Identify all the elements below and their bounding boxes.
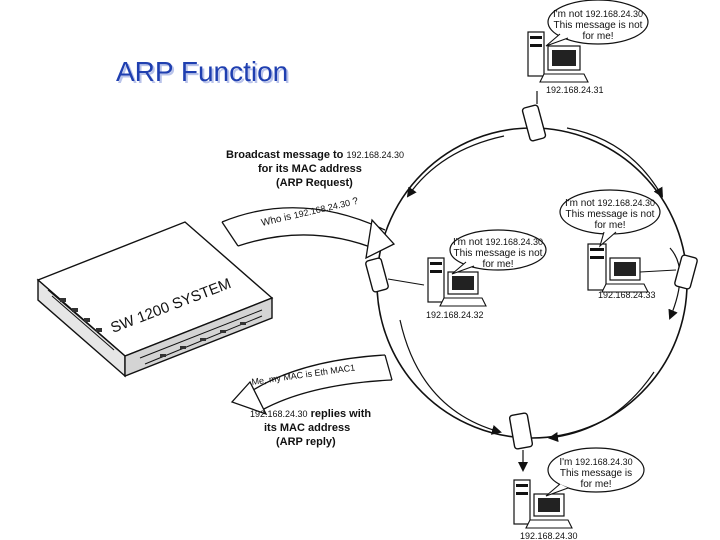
request-line3: (ARP Request) (276, 177, 353, 189)
request-line1: Broadcast message to (226, 149, 344, 161)
host-bottom-speech-bubble: I'm 192.168.24.30 This message is for me… (545, 447, 645, 497)
reply-line2: its MAC address (264, 422, 350, 434)
svg-text:This message is: This message is (560, 468, 632, 479)
svg-text:for me!: for me! (582, 31, 613, 42)
request-arrow-head (365, 218, 396, 260)
left-host-link (387, 278, 425, 286)
request-ip: 192.168.24.30 (346, 150, 404, 160)
reply-line1: replies with (311, 408, 372, 420)
computer-icon (427, 257, 487, 307)
request-arrow-text: Who is 192.168.24.30 ? (260, 196, 360, 229)
svg-text:I'm 192.168.24.30: I'm 192.168.24.30 (559, 457, 632, 468)
ring-arrow-bottom-right (548, 371, 655, 442)
host-top-speech-bubble: I'm not 192.168.24.30 This message is no… (545, 0, 649, 47)
svg-text:192.168.24.30 replies with: 192.168.24.30 replies with (250, 408, 371, 420)
reply-caption: 192.168.24.30 replies with its MAC addre… (250, 408, 371, 448)
reply-ip: 192.168.24.30 (250, 409, 308, 419)
request-arrow-top-edge (221, 207, 386, 231)
host-bottom: 192.168.24.30 I'm 192.168.24.30 This mes… (513, 447, 645, 540)
request-line2: for its MAC address (258, 163, 362, 175)
svg-text:for me!: for me! (482, 259, 513, 270)
computer-icon (527, 31, 589, 83)
reply-arrow-tail (384, 354, 393, 381)
svg-text:for me!: for me! (594, 220, 625, 231)
host-right-ip: 192.168.24.33 (598, 290, 656, 300)
host-top-ip: 192.168.24.31 (546, 85, 604, 95)
ring-arrow-bottom-left (399, 319, 502, 435)
svg-text:Broadcast message to 192.168.2: Broadcast message to 192.168.24.30 (226, 149, 404, 161)
request-arrow-tail (221, 221, 239, 247)
ring-connector-bottom (508, 412, 534, 472)
computer-icon (513, 479, 573, 529)
ring-arrow-top-right (566, 127, 663, 198)
network-ring (376, 127, 688, 439)
svg-text:This message is not: This message is not (454, 248, 543, 259)
svg-text:This message is not: This message is not (554, 20, 643, 31)
right-host-link (639, 269, 677, 273)
host-left-speech-bubble: I'm not 192.168.24.30 This message is no… (449, 229, 547, 275)
svg-text:I'm not 192.168.24.30: I'm not 192.168.24.30 (565, 198, 655, 209)
ring-connector-right (674, 254, 698, 290)
svg-text:I'm not 192.168.24.30: I'm not 192.168.24.30 (553, 9, 643, 20)
reply-arrow-bottom-edge (261, 379, 393, 411)
request-caption: Broadcast message to 192.168.24.30 for i… (226, 149, 404, 189)
reply-arrow-top-edge (249, 354, 386, 393)
request-arrow-bottom-edge (237, 234, 379, 251)
ring-arrow-top-left (406, 135, 505, 198)
reply-line3: (ARP reply) (276, 436, 336, 448)
reply-arrow-head (230, 380, 268, 416)
host-left-ip: 192.168.24.32 (426, 310, 484, 320)
svg-text:This message is not: This message is not (566, 209, 655, 220)
host-right: 192.168.24.33 I'm not 192.168.24.30 This… (559, 189, 661, 300)
host-left: 192.168.24.32 I'm not 192.168.24.30 This… (426, 229, 547, 320)
host-bottom-ip: 192.168.24.30 (520, 531, 578, 540)
switch-device: SW 1200 SYSTEM (36, 221, 274, 378)
svg-text:I'm not 192.168.24.30: I'm not 192.168.24.30 (453, 237, 543, 248)
slide-title: ARP Function (116, 56, 289, 87)
host-top: 192.168.24.31 I'm not 192.168.24.30 This… (527, 0, 649, 95)
svg-text:for me!: for me! (580, 479, 611, 490)
ring-connector-top (521, 91, 547, 142)
host-right-speech-bubble: I'm not 192.168.24.30 This message is no… (559, 189, 661, 248)
computer-icon (587, 243, 649, 293)
ring-connector-left (365, 257, 389, 293)
reply-arrow-text: Me, my MAC is Eth MAC1 (251, 363, 356, 387)
